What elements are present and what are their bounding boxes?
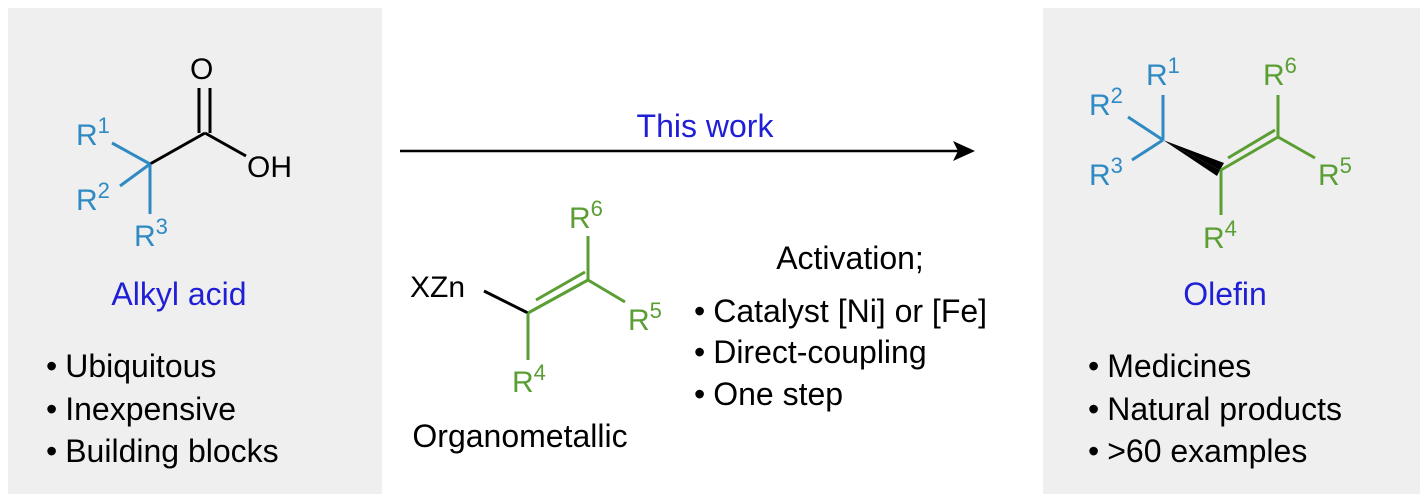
carbonyl-oxygen-label: O: [190, 53, 213, 86]
reaction-arrow: [400, 141, 975, 161]
substituent-r5-label: R5: [1318, 153, 1352, 192]
vinyl-double-bond-2: [1227, 128, 1276, 160]
bullet-item: •Inexpensive: [46, 391, 236, 427]
alkyl-acid-structure: O OH R1 R2 R3: [76, 53, 292, 253]
c-oh-bond: [204, 131, 247, 158]
substituent-r6-label: R6: [1263, 53, 1297, 92]
right-panel-background: [1043, 8, 1420, 494]
left-panel-background: [8, 8, 382, 494]
r2-bond: [1127, 115, 1164, 142]
r2-bond: [119, 162, 151, 188]
bullet-item: •Direct-coupling: [694, 334, 927, 370]
substituent-r1-label: R1: [76, 113, 110, 152]
substituent-r3-label: R3: [1089, 153, 1123, 192]
reaction-arrow-label: This work: [637, 108, 775, 144]
substituent-r6-label: R6: [569, 196, 603, 235]
r3-bond: [1131, 138, 1164, 162]
bullet-item: •Building blocks: [46, 433, 279, 469]
conditions-heading: Activation;: [776, 240, 924, 276]
organometallic-structure: XZn R6 R5 R4: [410, 196, 662, 399]
hydroxyl-label: OH: [247, 151, 292, 184]
organometallic-caption: Organometallic: [412, 418, 627, 454]
substituent-r2-label: R2: [76, 178, 110, 217]
r5-bond: [587, 278, 626, 304]
new-cc-bond-wedge-tail: [1163, 140, 1220, 176]
alkyl-acid-bullet-list: •Ubiquitous •Inexpensive •Building block…: [46, 348, 279, 469]
r1-bond: [111, 141, 151, 166]
conditions-bullet-list: •Catalyst [Ni] or [Fe] •Direct-coupling …: [694, 293, 987, 412]
bullet-item: •Natural products: [1088, 391, 1342, 427]
substituent-r3-label: R3: [134, 214, 168, 253]
substituent-r4-label: R4: [1203, 216, 1237, 255]
olefin-structure: R1 R2 R3 R6 R5 R4: [1089, 53, 1352, 255]
olefin-caption: Olefin: [1183, 276, 1267, 312]
c-alpha-bond: [149, 131, 206, 166]
substituent-r1-label: R1: [1146, 53, 1180, 92]
xzn-label: XZn: [410, 271, 465, 304]
bullet-item: •>60 examples: [1088, 433, 1307, 469]
new-cc-bond-wedge: [1163, 140, 1224, 170]
vinyl-double-bond: [527, 278, 589, 315]
substituent-r2-label: R2: [1089, 83, 1123, 122]
r5-bond: [1277, 135, 1316, 160]
bullet-item: •Ubiquitous: [46, 348, 216, 384]
bullet-item: •Catalyst [Ni] or [Fe]: [694, 293, 987, 329]
zn-c-bond: [483, 289, 529, 315]
substituent-r5-label: R5: [628, 298, 662, 337]
substituent-r4-label: R4: [512, 360, 546, 399]
vinyl-double-bond: [1220, 135, 1279, 172]
alkyl-acid-caption: Alkyl acid: [111, 276, 246, 312]
bullet-item: •One step: [694, 376, 843, 412]
bullet-item: •Medicines: [1088, 348, 1251, 384]
vinyl-double-bond-2: [535, 270, 586, 302]
olefin-bullet-list: •Medicines •Natural products •>60 exampl…: [1088, 348, 1342, 469]
